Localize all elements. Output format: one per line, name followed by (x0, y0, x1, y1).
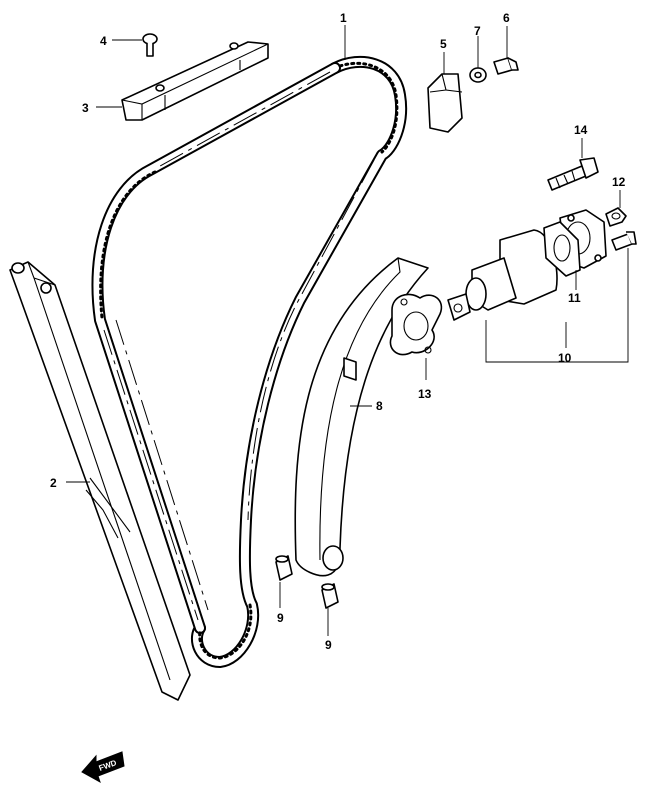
callout-labels: 1 2 3 4 5 6 7 8 9 9 10 11 12 13 14 (50, 11, 626, 652)
callout-2: 2 (50, 476, 57, 490)
dowel-pin-a (275, 555, 293, 581)
top-chain-guide (121, 41, 269, 121)
gasket-part-13 (389, 293, 443, 356)
callout-1: 1 (340, 11, 347, 25)
tensioner-bolt (611, 231, 637, 251)
arrow-left-icon (81, 751, 125, 784)
bolt-part-6 (493, 57, 519, 75)
callout-14: 14 (574, 123, 588, 137)
bolt-part-4 (142, 33, 158, 57)
callout-5: 5 (440, 37, 447, 51)
dowel-pin-b (321, 583, 339, 609)
callout-9b: 9 (325, 638, 332, 652)
callout-12: 12 (612, 175, 626, 189)
cam-chain-tensioner (447, 209, 607, 321)
front-chain-guide (9, 261, 191, 701)
callout-13: 13 (418, 387, 432, 401)
bolt-part-14 (547, 157, 599, 191)
damper-block-part-5 (427, 73, 463, 133)
callout-3: 3 (82, 101, 89, 115)
leader-lines (66, 25, 629, 636)
callout-4: 4 (100, 34, 107, 48)
callout-7: 7 (474, 24, 481, 38)
tensioner-chain-guide (294, 257, 429, 577)
callout-8: 8 (376, 399, 383, 413)
callout-6: 6 (503, 11, 510, 25)
fwd-direction-marker: FWD (81, 751, 125, 784)
cam-chain (91, 55, 408, 668)
gasket-part-11 (543, 221, 581, 277)
callout-10: 10 (558, 351, 572, 365)
plug-part-12 (605, 207, 627, 227)
callout-9a: 9 (277, 611, 284, 625)
callout-11: 11 (568, 291, 581, 305)
washer-part-7 (469, 67, 487, 83)
